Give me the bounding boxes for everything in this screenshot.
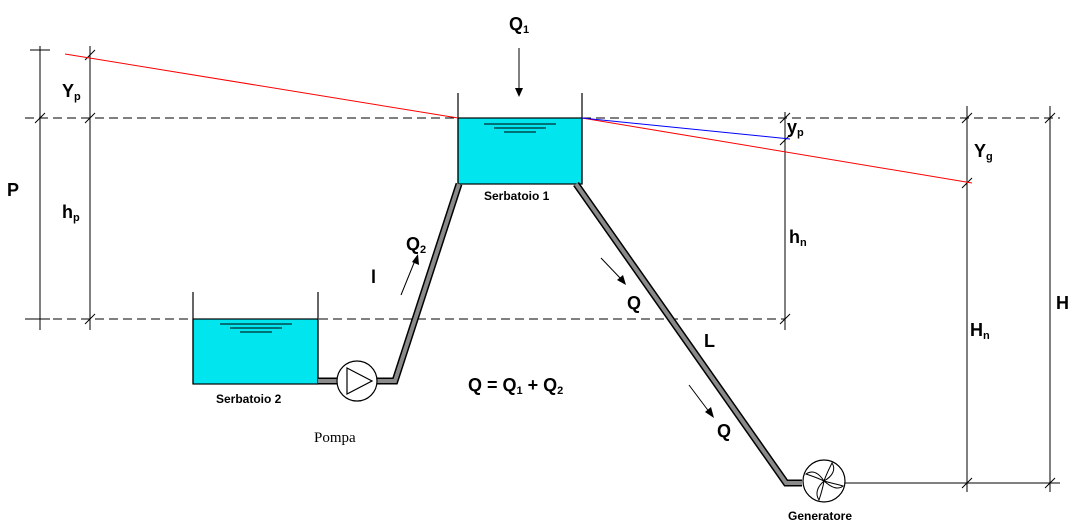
hn-label: hn [789,227,807,249]
delivery-pipe [376,182,463,385]
tank-2-label: Serbatoio 2 [216,392,282,406]
energy-line-left [64,53,459,119]
flow-equation: Q = Q1 + Q2 [468,375,563,397]
hp-tick-1 [84,49,96,61]
tank-1 [457,93,583,185]
yp-lower-label: yp [787,117,804,139]
inflow-arrow [515,48,523,97]
energy-line-right [581,117,973,184]
Hn-label: Hn [970,320,990,342]
hn-tick-mid [779,134,791,146]
h-tick-top [1044,112,1056,124]
hn-big-tick-top [961,112,973,124]
hp-label: hp [62,202,80,224]
tank-2-water [192,318,319,385]
penstock-flow-arrow-1 [600,257,626,285]
q-mid-label: Q [627,293,641,313]
penstock-pipe [573,181,802,487]
pump-flow-arrow [400,254,419,296]
l-small-label: l [371,267,376,287]
tank-1-water [457,117,583,185]
pump-symbol [336,360,378,402]
H-label: H [1056,293,1069,313]
piezometric-line [581,117,791,140]
hp-tick-3 [84,313,96,325]
p-label: P [7,180,19,200]
tank-2 [192,292,319,385]
tank-1-label: Serbatoio 1 [484,189,550,203]
pump-label: Pompa [314,430,356,446]
yp-upper-label: Yp [62,81,81,103]
penstock-flow-arrow-2 [688,384,714,418]
q2-label: Q2 [406,234,426,256]
hn-big-tick-mid [961,177,973,189]
hn-tick-bottom [779,313,791,325]
hn-tick-top [779,112,791,124]
generator-turbine-icon [802,459,846,503]
generator-label: Generatore [788,509,852,523]
L-label: L [704,331,715,351]
q-low-label: Q [717,421,731,441]
yg-label: Yg [974,141,993,163]
hp-tick-2 [84,112,96,124]
q1-label: Q1 [509,14,529,36]
p-tick-mid [34,112,46,124]
